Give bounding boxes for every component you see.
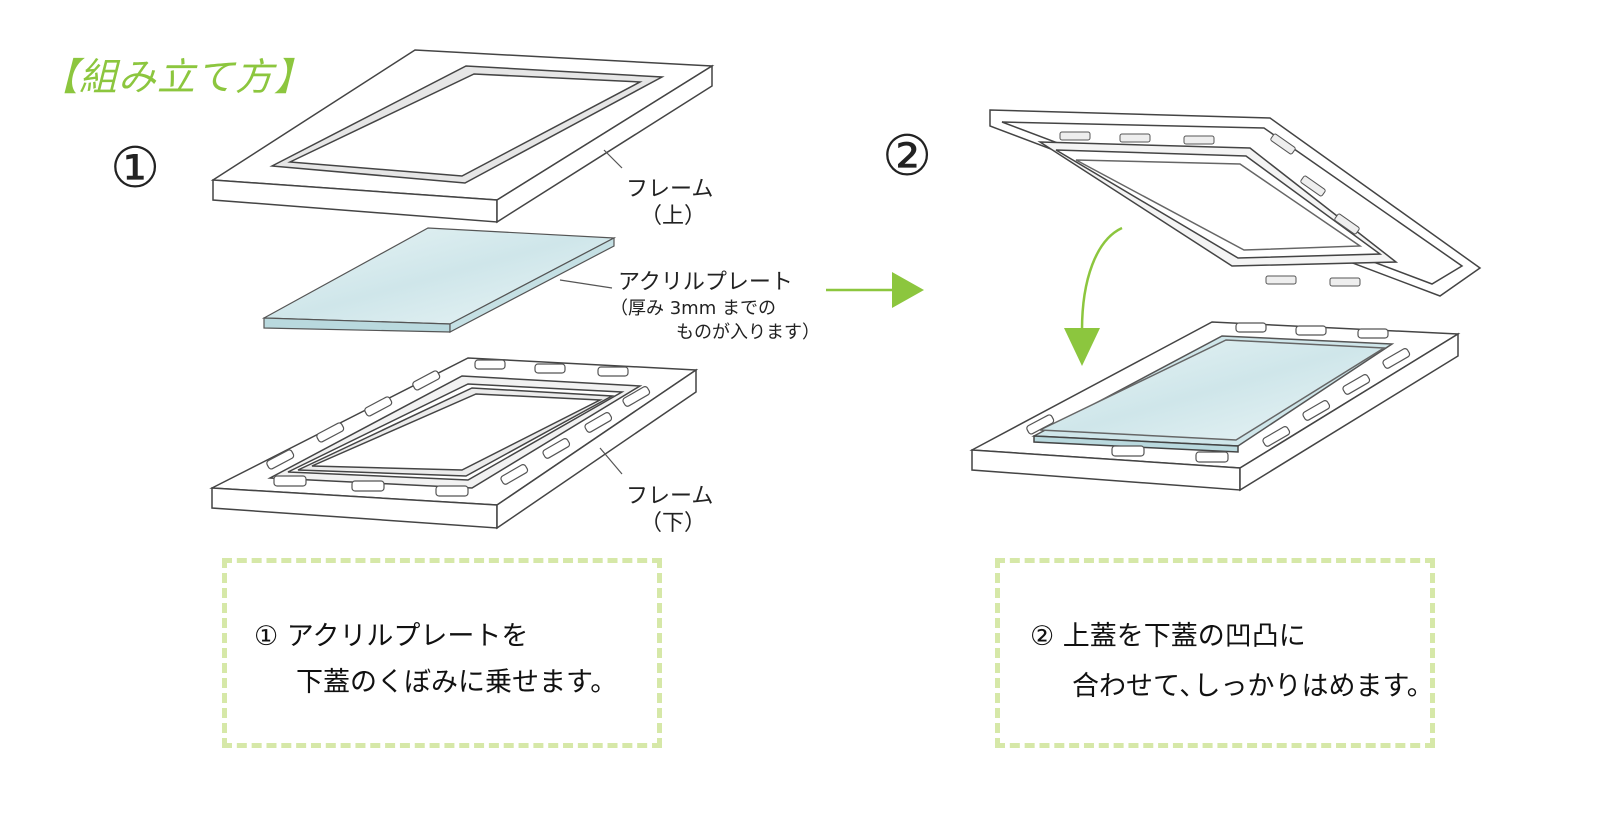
frame-bottom-sublabel: （下） [640, 511, 707, 536]
step-1-number: ① [110, 136, 161, 201]
frame-top-illustration [210, 49, 715, 224]
step-1-instruction-line2: 下蓋のくぼみに乗せます。 [296, 667, 618, 698]
acrylic-plate-note-line2: ものが入ります） [676, 322, 820, 343]
acrylic-plate-label: アクリルプレート [618, 270, 793, 295]
frame-top-sublabel: （上） [640, 204, 707, 229]
frame-bottom-assembled-illustration [969, 321, 1461, 492]
step-2-instruction-line2: 合わせて､しっかりはめます。 [1072, 671, 1434, 702]
acrylic-plate-illustration [261, 227, 617, 333]
frame-top-flipped-tabs [1059, 131, 1361, 287]
page-title: 【組み立て方】 [40, 55, 314, 99]
label-leader-lines [559, 149, 623, 475]
acrylic-plate-note-line1: （厚み 3mm までの [610, 298, 776, 319]
step-1-instruction-line1: ① アクリルプレートを [254, 621, 529, 652]
frame-bottom-label: フレーム [626, 484, 714, 509]
frame-bottom-assembled-tabs [1026, 322, 1411, 463]
step-2-instruction-line1: ② 上蓋を下蓋の凹凸に [1030, 621, 1306, 652]
place-lid-arrow [1064, 226, 1123, 366]
frame-top-flipped-illustration [989, 109, 1482, 297]
frame-top-label: フレーム [626, 177, 714, 202]
step-2-number: ② [882, 124, 933, 189]
frame-bottom-tabs [266, 359, 651, 497]
frame-bottom-illustration [209, 357, 699, 530]
step-1-instruction-box [222, 558, 662, 748]
step-2-instruction-box [995, 558, 1435, 748]
next-step-arrow [826, 272, 924, 308]
